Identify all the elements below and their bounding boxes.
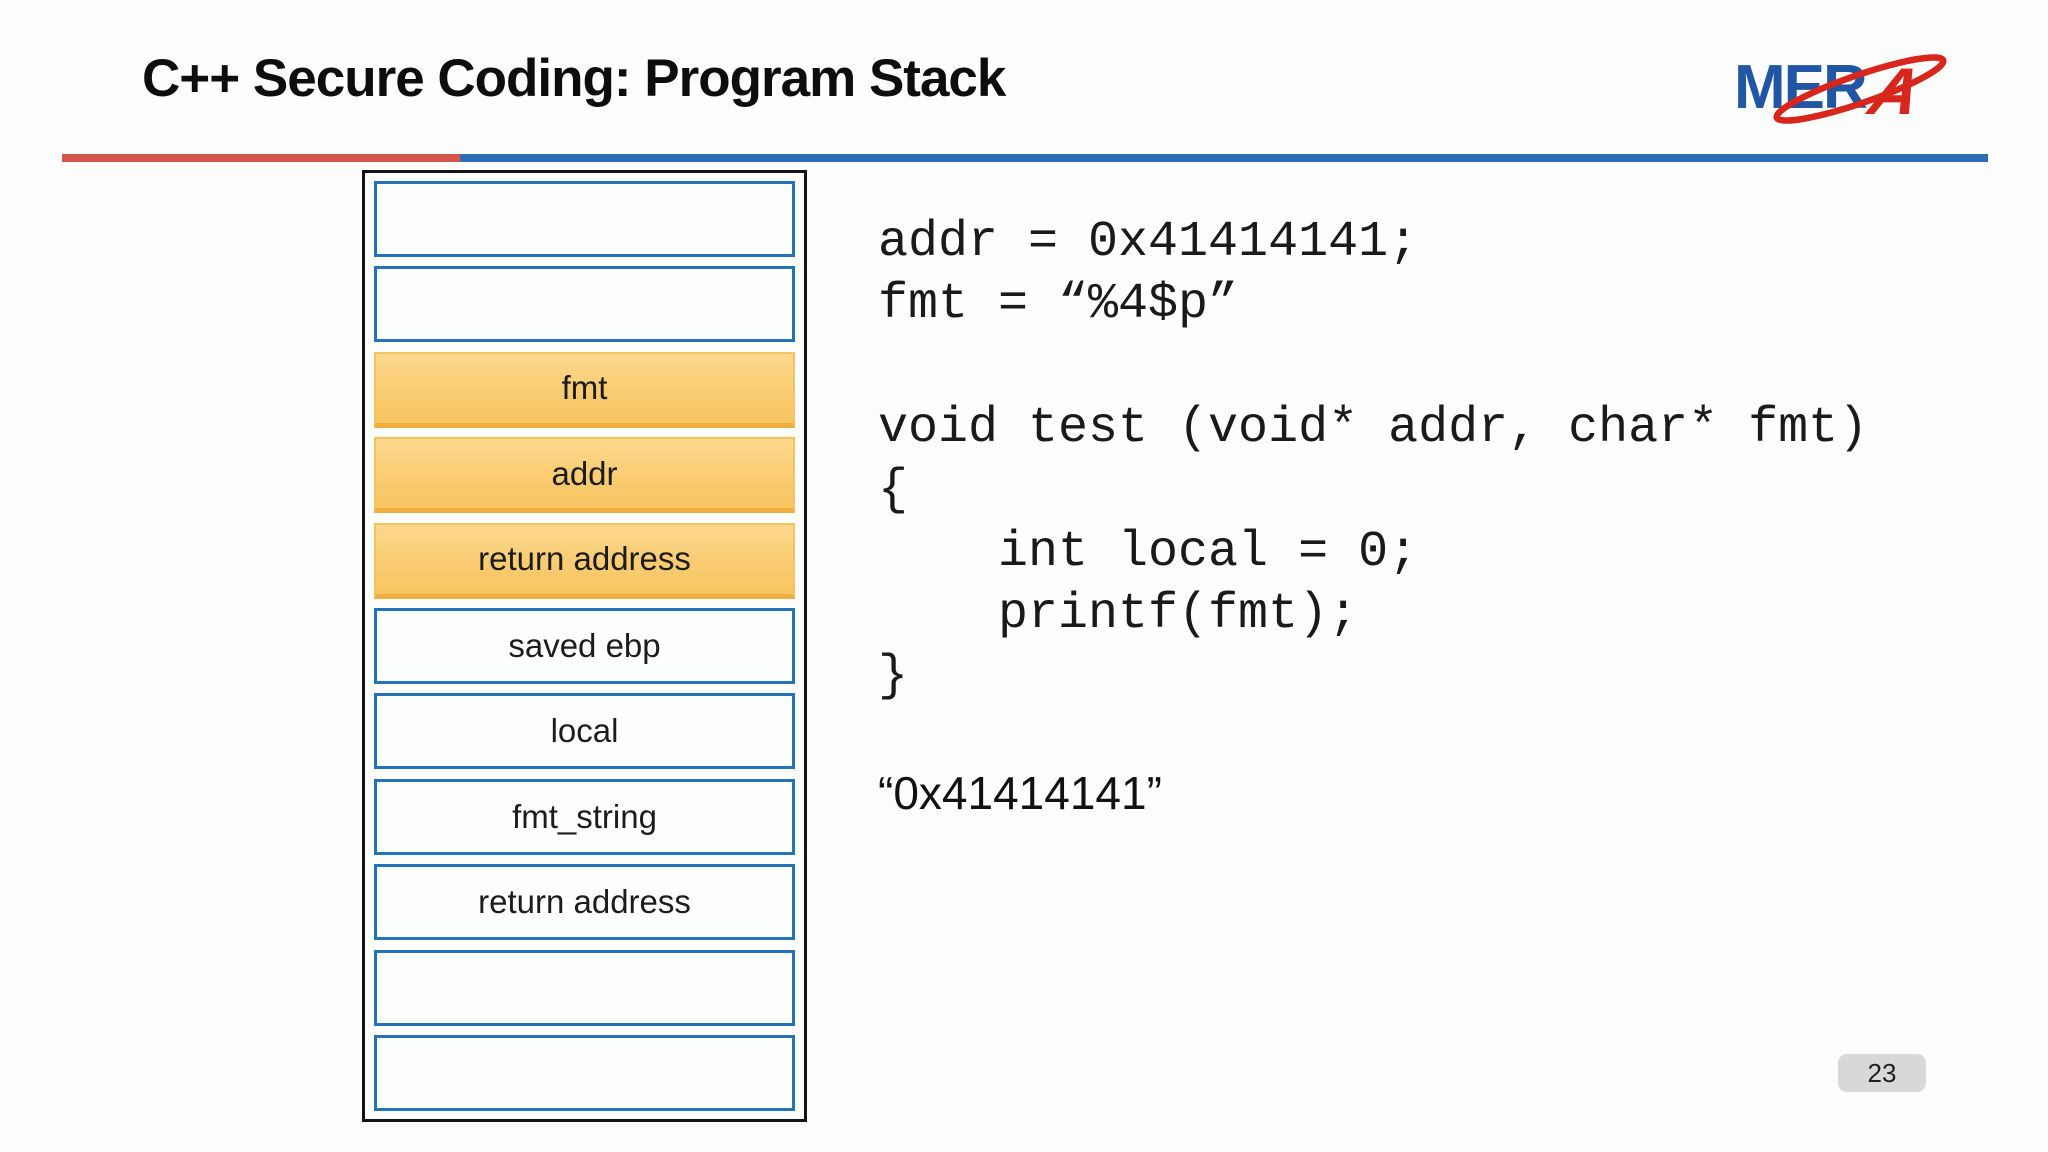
stack-cell: return address — [374, 522, 795, 599]
logo-text-mer: MER — [1734, 53, 1867, 122]
mera-logo-graphic: MER A — [1734, 53, 1947, 129]
stack-cell — [374, 949, 795, 1026]
stack-cell: fmt — [374, 351, 795, 428]
stack-cell-label: local — [550, 712, 619, 750]
stack-cell: saved ebp — [374, 607, 795, 684]
page-number: 23 — [1838, 1054, 1926, 1092]
slide-title: C++ Secure Coding: Program Stack — [142, 49, 1006, 108]
stack-cell — [374, 181, 795, 257]
stack-cell — [374, 266, 795, 343]
stack-cell — [374, 1034, 795, 1111]
stack-cell: return address — [374, 864, 795, 941]
divider-blue-segment — [460, 154, 1988, 162]
stack-cell: local — [374, 693, 795, 770]
stack-diagram: fmt addr return address saved ebp local fmt_s… — [362, 170, 807, 1122]
divider-red-segment — [62, 154, 460, 162]
logo-swoosh — [1773, 54, 1947, 124]
stack-cell-label: return address — [478, 540, 691, 578]
result-string: “0x41414141” — [878, 767, 1162, 819]
stack-cell: addr — [374, 437, 795, 514]
mera-logo: MER A — [1734, 42, 1949, 132]
stack-cell-label: fmt_string — [512, 797, 657, 835]
stack-cell-label: return address — [478, 883, 691, 921]
logo-text-a: A — [1860, 55, 1928, 129]
stack-cell-label: fmt — [561, 369, 608, 407]
code-block: addr = 0x41414141; fmt = “%4$p” void tes… — [878, 214, 1869, 705]
stack-cell: fmt_string — [374, 778, 795, 855]
stack-cell-label: saved ebp — [508, 626, 661, 664]
stack-cell-label: addr — [551, 454, 618, 492]
